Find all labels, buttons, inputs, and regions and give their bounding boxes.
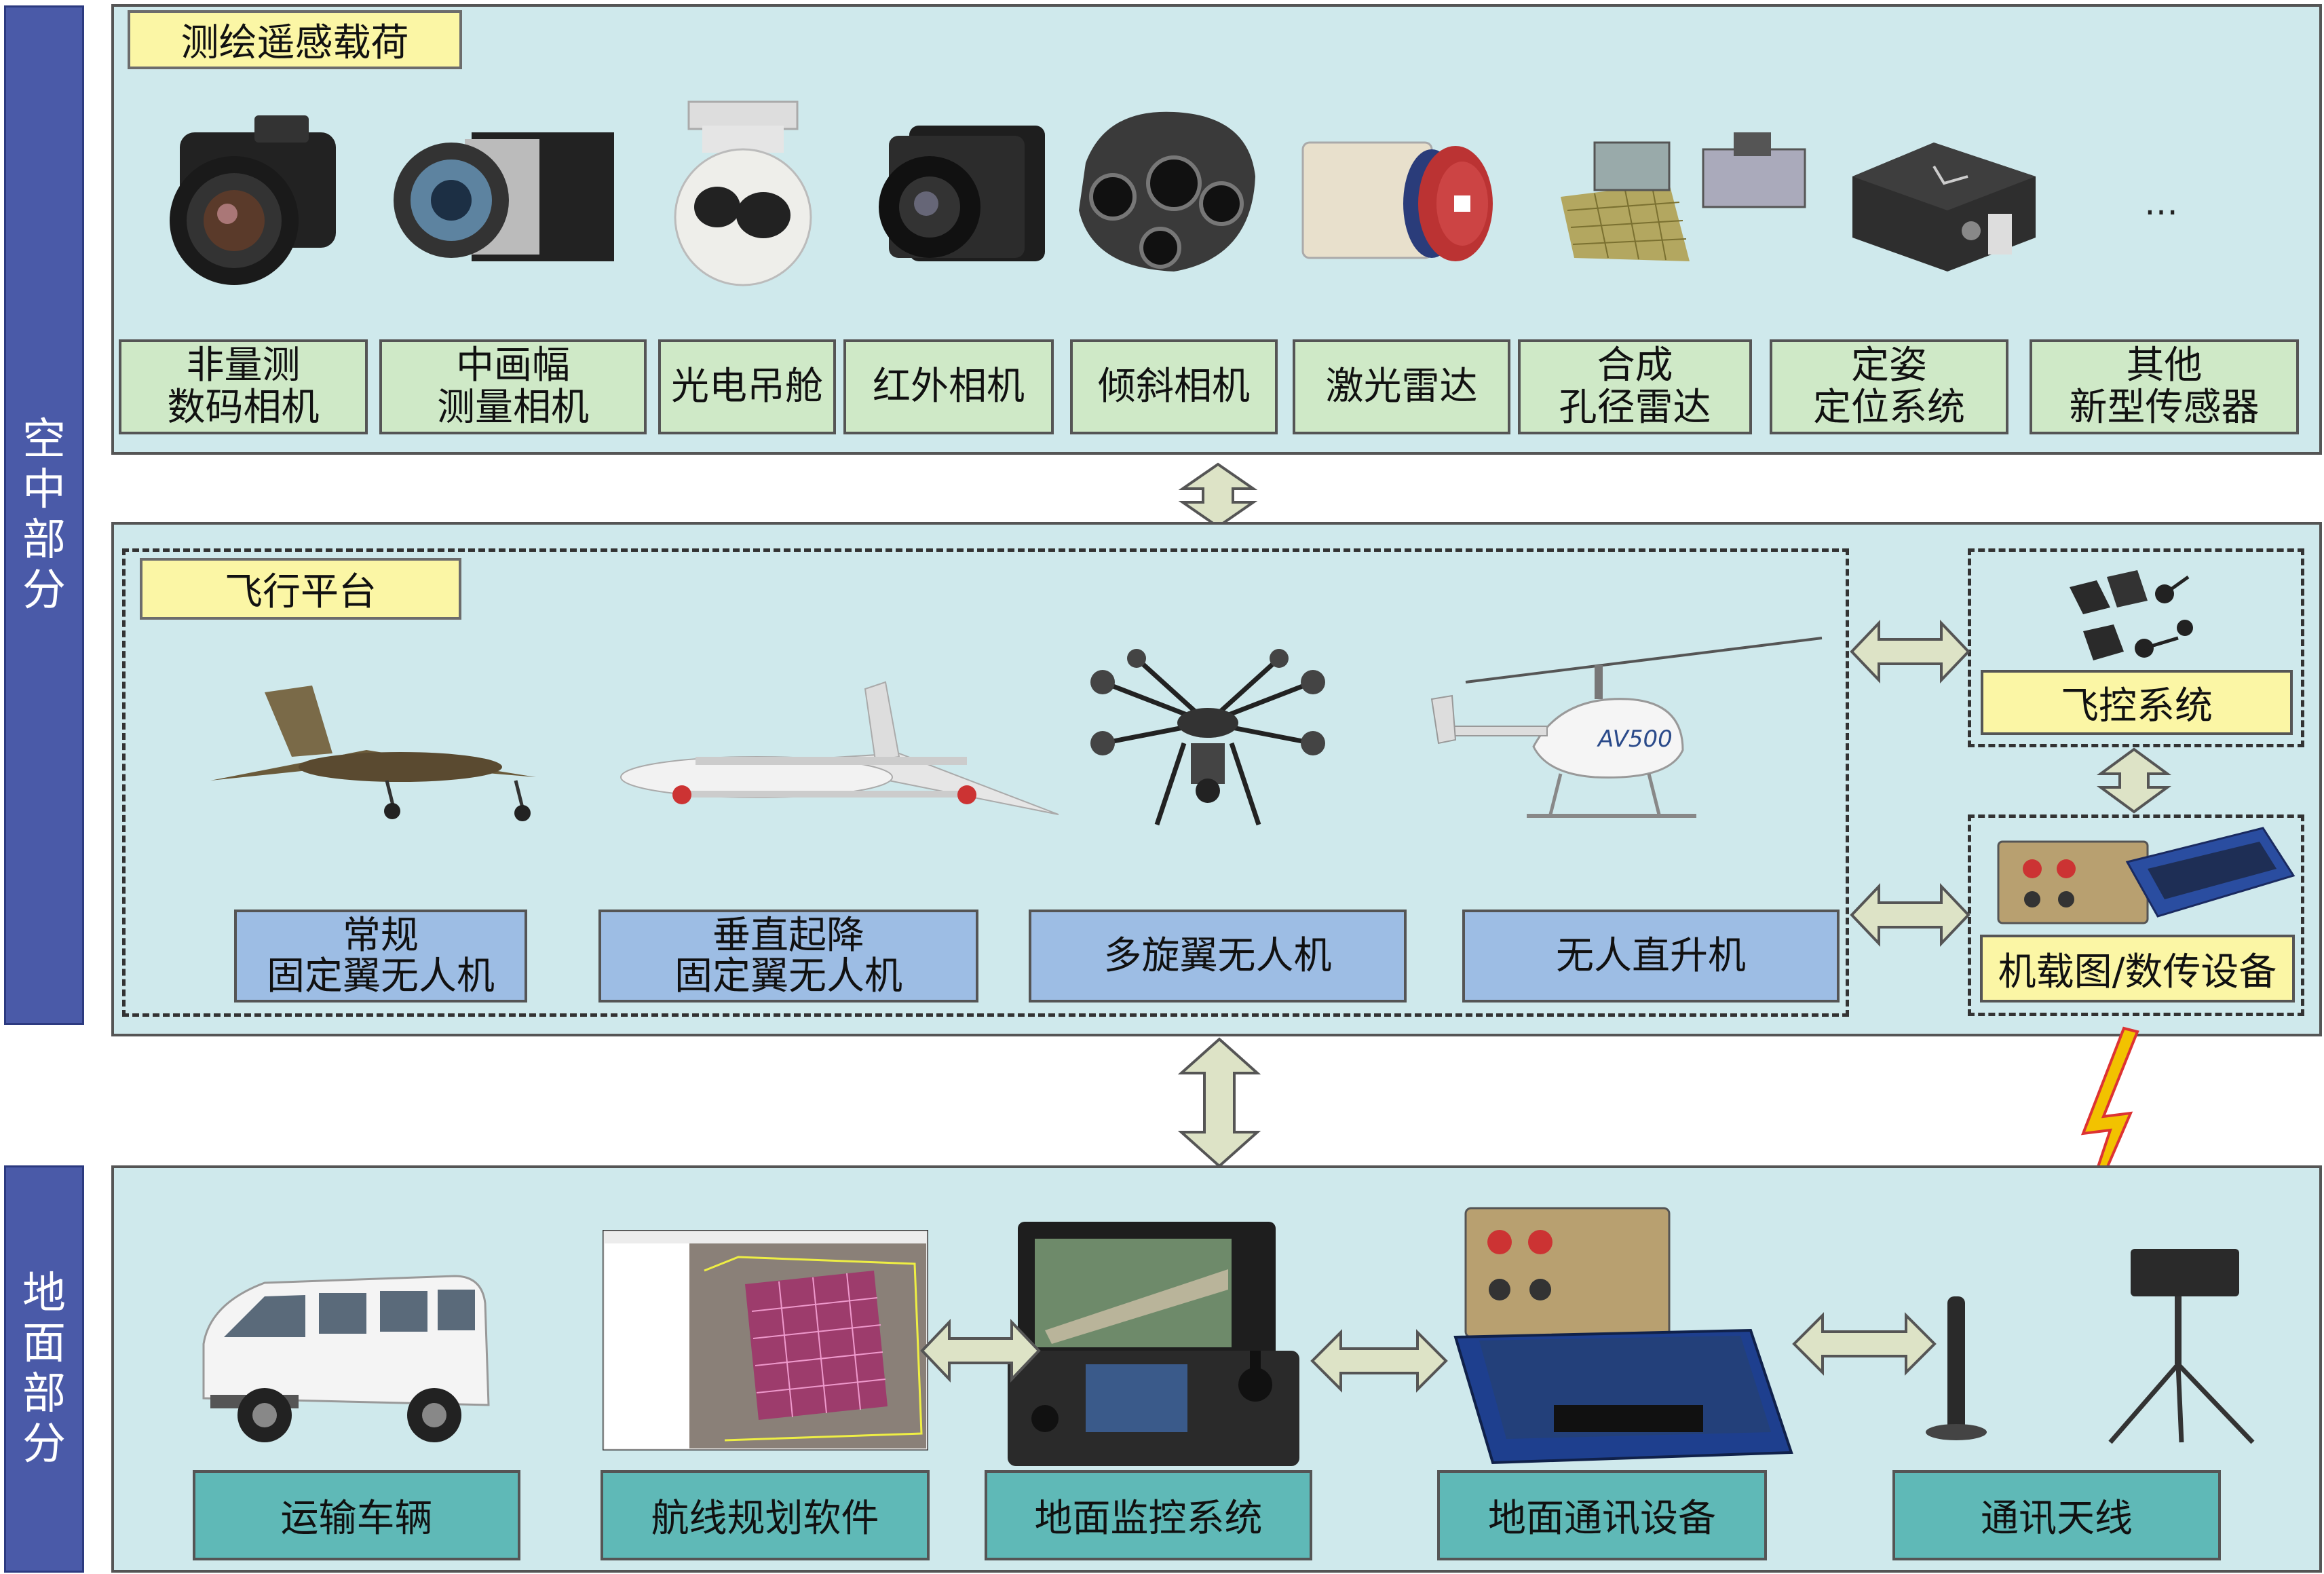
payload-item-sar: 合成 孔径雷达 bbox=[1518, 339, 1752, 434]
oblique-camera-image bbox=[1065, 102, 1269, 285]
platform-item-vtol-fixed-wing: 垂直起降 固定翼无人机 bbox=[598, 910, 978, 1003]
double-arrow-horizontal-g2 bbox=[1310, 1327, 1449, 1395]
side-label-air-text: 空中部分 bbox=[22, 415, 66, 616]
payload-item-medium-format-camera: 中画幅 测量相机 bbox=[379, 339, 647, 434]
communication-antenna-image bbox=[1913, 1242, 2273, 1446]
transport-vehicle-image bbox=[183, 1262, 495, 1449]
flight-control-dashed-group bbox=[1968, 548, 2304, 747]
ground-communication-equipment-image bbox=[1452, 1201, 1798, 1466]
payload-ellipsis: … bbox=[2144, 183, 2178, 223]
payload-item-lidar: 激光雷达 bbox=[1293, 339, 1510, 434]
flight-control-hardware-image bbox=[2063, 567, 2205, 665]
payload-item-oblique-camera: 倾斜相机 bbox=[1070, 339, 1278, 434]
vtol-fixed-wing-uav-image bbox=[614, 675, 1065, 828]
double-arrow-vertical-1 bbox=[1177, 462, 1259, 529]
double-arrow-horizontal-g3 bbox=[1791, 1310, 1937, 1378]
sar-image bbox=[1554, 122, 1815, 268]
lidar-image bbox=[1299, 136, 1500, 271]
payload-item-non-metric-camera: 非量测 数码相机 bbox=[119, 339, 368, 434]
platform-dashed-group bbox=[122, 548, 1849, 1017]
double-arrow-horizontal-g1 bbox=[919, 1317, 1042, 1385]
multirotor-uav-image bbox=[1075, 648, 1340, 831]
ground-item-transport-vehicle: 运输车辆 bbox=[193, 1470, 520, 1560]
side-label-air: 空中部分 bbox=[4, 5, 84, 1025]
platform-title: 飞行平台 bbox=[140, 558, 461, 620]
pos-system-image bbox=[1832, 136, 2049, 275]
double-arrow-horizontal-fc bbox=[1849, 618, 1971, 686]
platform-item-multirotor: 多旋翼无人机 bbox=[1029, 910, 1407, 1003]
platform-item-helicopter: 无人直升机 bbox=[1462, 910, 1840, 1003]
payload-title: 测绘遥感载荷 bbox=[128, 10, 462, 69]
fixed-wing-uav-image bbox=[197, 672, 550, 828]
datalink-label: 机载图/数传设备 bbox=[1980, 935, 2295, 1003]
ground-item-ground-communication: 地面通讯设备 bbox=[1437, 1470, 1767, 1560]
payload-item-other-sensors: 其他 新型传感器 bbox=[2030, 339, 2299, 434]
side-label-ground: 地面部分 bbox=[4, 1165, 84, 1573]
payload-item-pos-system: 定姿 定位系统 bbox=[1770, 339, 2008, 434]
side-label-ground-text: 地面部分 bbox=[22, 1269, 66, 1469]
double-arrow-horizontal-dl bbox=[1849, 881, 1971, 949]
ground-control-station-image bbox=[1004, 1215, 1303, 1473]
double-arrow-vertical-fc bbox=[2097, 747, 2171, 814]
camera-digital-image bbox=[153, 105, 349, 288]
photoelectric-pod-image bbox=[668, 98, 818, 288]
payload-item-photoelectric-pod: 光电吊舱 bbox=[658, 339, 836, 434]
double-arrow-vertical-2 bbox=[1177, 1036, 1262, 1169]
ground-item-route-planning-software: 航线规划软件 bbox=[601, 1470, 930, 1560]
route-planning-software-image bbox=[603, 1230, 928, 1450]
platform-item-fixed-wing: 常规 固定翼无人机 bbox=[234, 910, 527, 1003]
camera-medium-format-image bbox=[390, 119, 621, 275]
unmanned-helicopter-image: AV500 bbox=[1425, 631, 1825, 835]
infrared-camera-image bbox=[862, 119, 1048, 275]
payload-item-infrared-camera: 红外相机 bbox=[843, 339, 1054, 434]
ground-item-ground-control-station: 地面监控系统 bbox=[985, 1470, 1312, 1560]
svg-text:AV500: AV500 bbox=[1597, 726, 1673, 753]
ground-item-communication-antenna: 通讯天线 bbox=[1892, 1470, 2221, 1560]
datalink-hardware-image bbox=[1992, 821, 2297, 930]
flight-control-label: 飞控系统 bbox=[1981, 670, 2293, 735]
